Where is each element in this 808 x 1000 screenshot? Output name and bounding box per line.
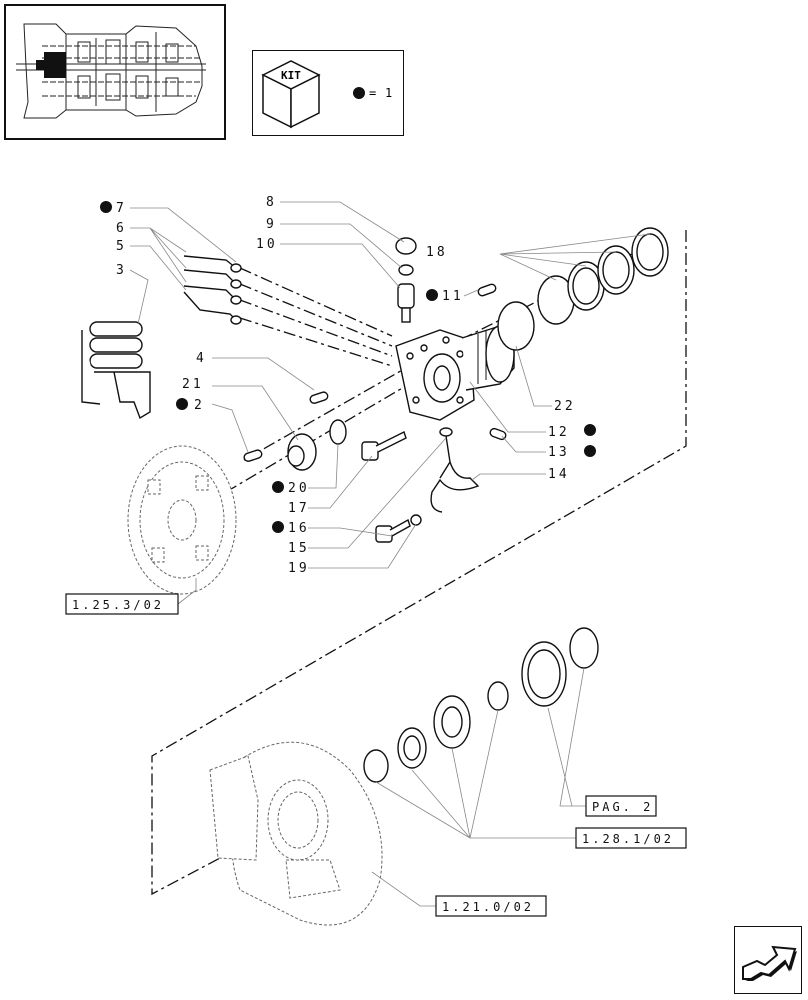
callout-21: 21 <box>182 377 204 392</box>
pin-13 <box>489 427 507 441</box>
callout-4: 4 <box>196 351 207 366</box>
callout-20: 20 <box>288 481 310 496</box>
lower-housing <box>209 741 383 926</box>
next-page-arrow-icon <box>742 945 797 981</box>
kit-bullet-icon <box>584 445 596 457</box>
axis-line <box>225 353 461 493</box>
callout-19: 19 <box>288 561 310 576</box>
kit-equals: = <box>369 86 376 100</box>
leader-lines <box>129 201 651 907</box>
callout-16: 16 <box>288 521 310 536</box>
ref-1-25-3-02: 1.25.3/02 <box>72 598 164 612</box>
bearing-21 <box>287 433 317 471</box>
main-housing <box>395 325 515 421</box>
callout-14: 14 <box>548 467 570 482</box>
callout-labels: 7 6 5 3 4 21 2 8 9 10 11 18 22 12 13 14 … <box>100 195 596 576</box>
pin-2 <box>243 449 263 462</box>
kit-bullet-icon <box>100 201 112 213</box>
callout-22: 22 <box>554 399 576 414</box>
pin-axis-lines <box>239 267 393 367</box>
callout-12: 12 <box>548 425 570 440</box>
callout-13: 13 <box>548 445 570 460</box>
kit-bullet-icon <box>272 521 284 533</box>
callout-7: 7 <box>116 201 127 216</box>
callout-18: 18 <box>426 245 448 260</box>
enclosure-line <box>151 230 687 896</box>
callout-8: 8 <box>266 195 277 210</box>
kit-bullet-icon <box>584 424 596 436</box>
callout-10: 10 <box>256 237 278 252</box>
kit-bullet-icon <box>272 481 284 493</box>
callout-6: 6 <box>116 221 127 236</box>
next-page-button[interactable] <box>734 926 802 994</box>
plug-valve-stack <box>395 237 417 323</box>
pin-4 <box>309 391 329 404</box>
kit-cube-icon: KIT = 1 <box>261 60 392 129</box>
ring-22 <box>497 301 535 351</box>
callout-15: 15 <box>288 541 310 556</box>
bushing-assembly <box>81 321 151 420</box>
callout-2: 2 <box>194 398 205 413</box>
callout-3: 3 <box>116 263 127 278</box>
bolt-17 <box>361 431 407 461</box>
reference-boxes: 1.25.3/02 PAG. 2 1.28.1/02 1.21.0/02 <box>65 593 687 917</box>
callout-17: 17 <box>288 501 310 516</box>
bolt-16 <box>375 514 422 543</box>
shaft-axis-line <box>243 239 661 461</box>
callout-11: 11 <box>442 289 464 304</box>
lower-gear-set <box>363 627 599 783</box>
kit-count: 1 <box>385 86 392 100</box>
pin-11 <box>477 283 497 297</box>
kit-label: KIT <box>281 69 301 82</box>
kit-bullet-icon <box>353 87 365 99</box>
kit-bullet-icon <box>426 289 438 301</box>
shift-rods <box>183 255 242 325</box>
ring-20 <box>329 419 347 445</box>
ref-1-28-1-02: 1.28.1/02 <box>582 832 674 846</box>
kit-bullet-icon <box>176 398 188 410</box>
transmission-thumbnail <box>4 4 226 140</box>
flywheel <box>127 445 237 595</box>
ring-set-18 <box>537 227 669 325</box>
callout-5: 5 <box>116 239 127 254</box>
pipe-14 <box>430 427 480 513</box>
transmission-thumbnail-icon <box>16 23 206 119</box>
ref-1-21-0-02: 1.21.0/02 <box>442 900 534 914</box>
ref-pag-2: PAG. 2 <box>592 800 653 814</box>
callout-9: 9 <box>266 217 277 232</box>
kit-legend: KIT = 1 <box>252 50 404 136</box>
